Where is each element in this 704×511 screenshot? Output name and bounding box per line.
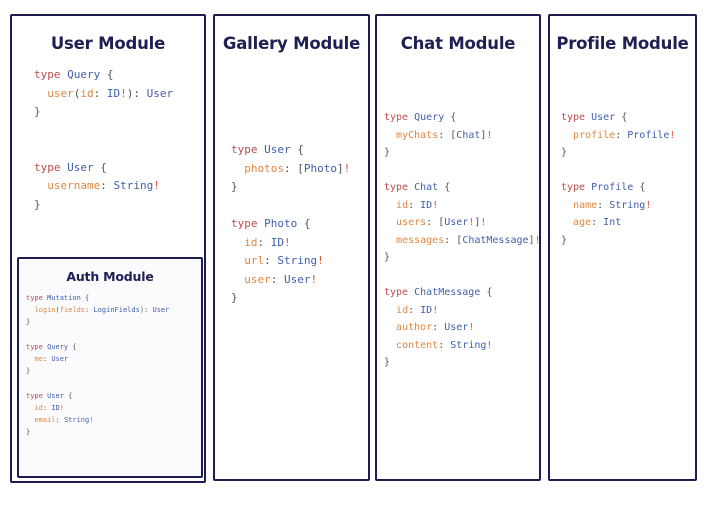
panel-gallery-module-code: type User { photos: [Photo]! } type Phot… [231, 143, 351, 304]
panel-profile-module-code: type User { profile: Profile! } type Pro… [561, 112, 676, 246]
panel-auth-module-code: type Mutation { login(fields: LoginField… [26, 294, 170, 437]
panel-chat-module[interactable]: Chat Module type Query { myChats: [Chat]… [375, 14, 541, 481]
panel-user-module[interactable]: User Module type Query { user(id: ID!): … [10, 14, 206, 483]
panel-auth-module[interactable]: Auth Module type Mutation { login(fields… [17, 257, 203, 478]
panel-gallery-module[interactable]: Gallery Module type User { photos: [Phot… [213, 14, 370, 481]
panel-user-module-code: type Query { user(id: ID!): User } type … [34, 68, 174, 211]
panel-profile-module-title: Profile Module [556, 34, 689, 53]
panel-user-module-title: User Module [50, 34, 166, 53]
panel-auth-module-title: Auth Module [66, 269, 154, 284]
panel-chat-module-code: type Query { myChats: [Chat]! } type Cha… [384, 112, 541, 368]
panel-profile-module[interactable]: Profile Module type User { profile: Prof… [548, 14, 697, 481]
panel-chat-module-title: Chat Module [400, 34, 516, 53]
panel-gallery-module-title: Gallery Module [222, 34, 361, 53]
